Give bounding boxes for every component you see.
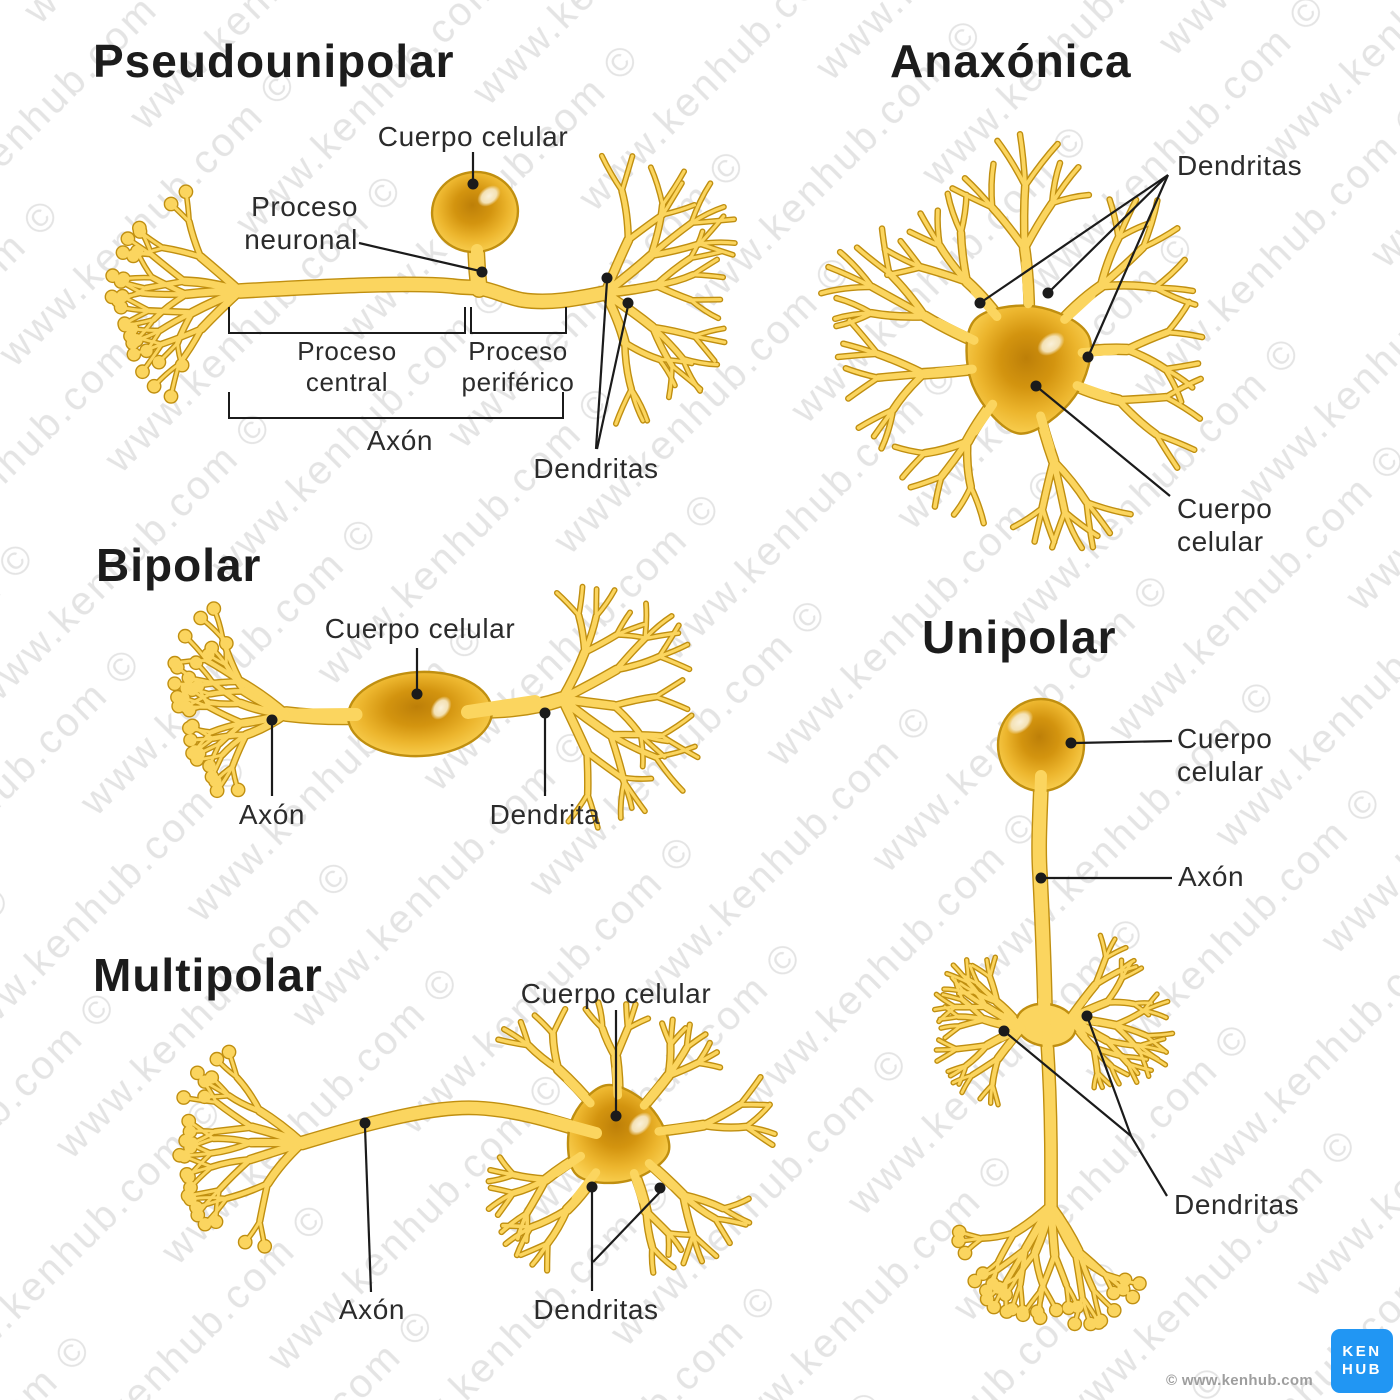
- unipolar-axon-label: Axón: [1178, 861, 1245, 892]
- section-title-anaxonica: Anaxónica: [890, 35, 1132, 87]
- multipolar-axon-label: Axón: [338, 1294, 406, 1325]
- unipolar-dendritas-label: Dendritas: [1174, 1189, 1300, 1220]
- anaxonica-cuerpo-celular-label: Cuerpo celular: [1177, 493, 1273, 557]
- bipolar-axon-label: Axón: [238, 799, 306, 830]
- pseudounipolar-axon-label: Axón: [366, 425, 434, 456]
- copyright-text: © www.kenhub.com: [1166, 1372, 1313, 1389]
- anaxonica-dendritas-label: Dendritas: [1177, 150, 1303, 181]
- unipolar-cuerpo-celular-label: Cuerpo celular: [1177, 723, 1273, 787]
- pseudounipolar-proceso-central-label: Proceso central: [297, 336, 397, 397]
- leader-lines-and-brackets: [228, 152, 1173, 1293]
- multipolar-cuerpo-celular-label: Cuerpo celular: [520, 978, 712, 1009]
- bipolar-neuron-illustration: [167, 583, 701, 831]
- section-title-bipolar: Bipolar: [96, 539, 262, 591]
- bipolar-dendrita-label: Dendrita: [489, 799, 601, 830]
- pseudounipolar-dendritas-label: Dendritas: [533, 453, 659, 484]
- multipolar-neuron-illustration: [172, 999, 778, 1276]
- kenhub-logo-line1: KEN: [1342, 1343, 1382, 1360]
- anaxonica-neuron-illustration: [818, 131, 1206, 552]
- pseudounipolar-proceso-neuronal-label: Proceso neuronal: [244, 191, 358, 255]
- pseudounipolar-neuron-illustration: [104, 152, 738, 427]
- pseudounipolar-cuerpo-celular-label: Cuerpo celular: [377, 121, 569, 152]
- multipolar-dendritas-label: Dendritas: [533, 1294, 659, 1325]
- kenhub-logo-line2: HUB: [1342, 1361, 1382, 1378]
- kenhub-logo: KEN HUB: [1331, 1329, 1393, 1393]
- pseudounipolar-proceso-periferico-label: Proceso periférico: [461, 336, 575, 397]
- section-title-pseudounipolar: Pseudounipolar: [93, 35, 455, 87]
- unipolar-neuron-illustration: [931, 697, 1176, 1332]
- section-title-multipolar: Multipolar: [93, 949, 323, 1001]
- bipolar-cuerpo-celular-label: Cuerpo celular: [324, 613, 516, 644]
- section-title-unipolar: Unipolar: [922, 611, 1117, 663]
